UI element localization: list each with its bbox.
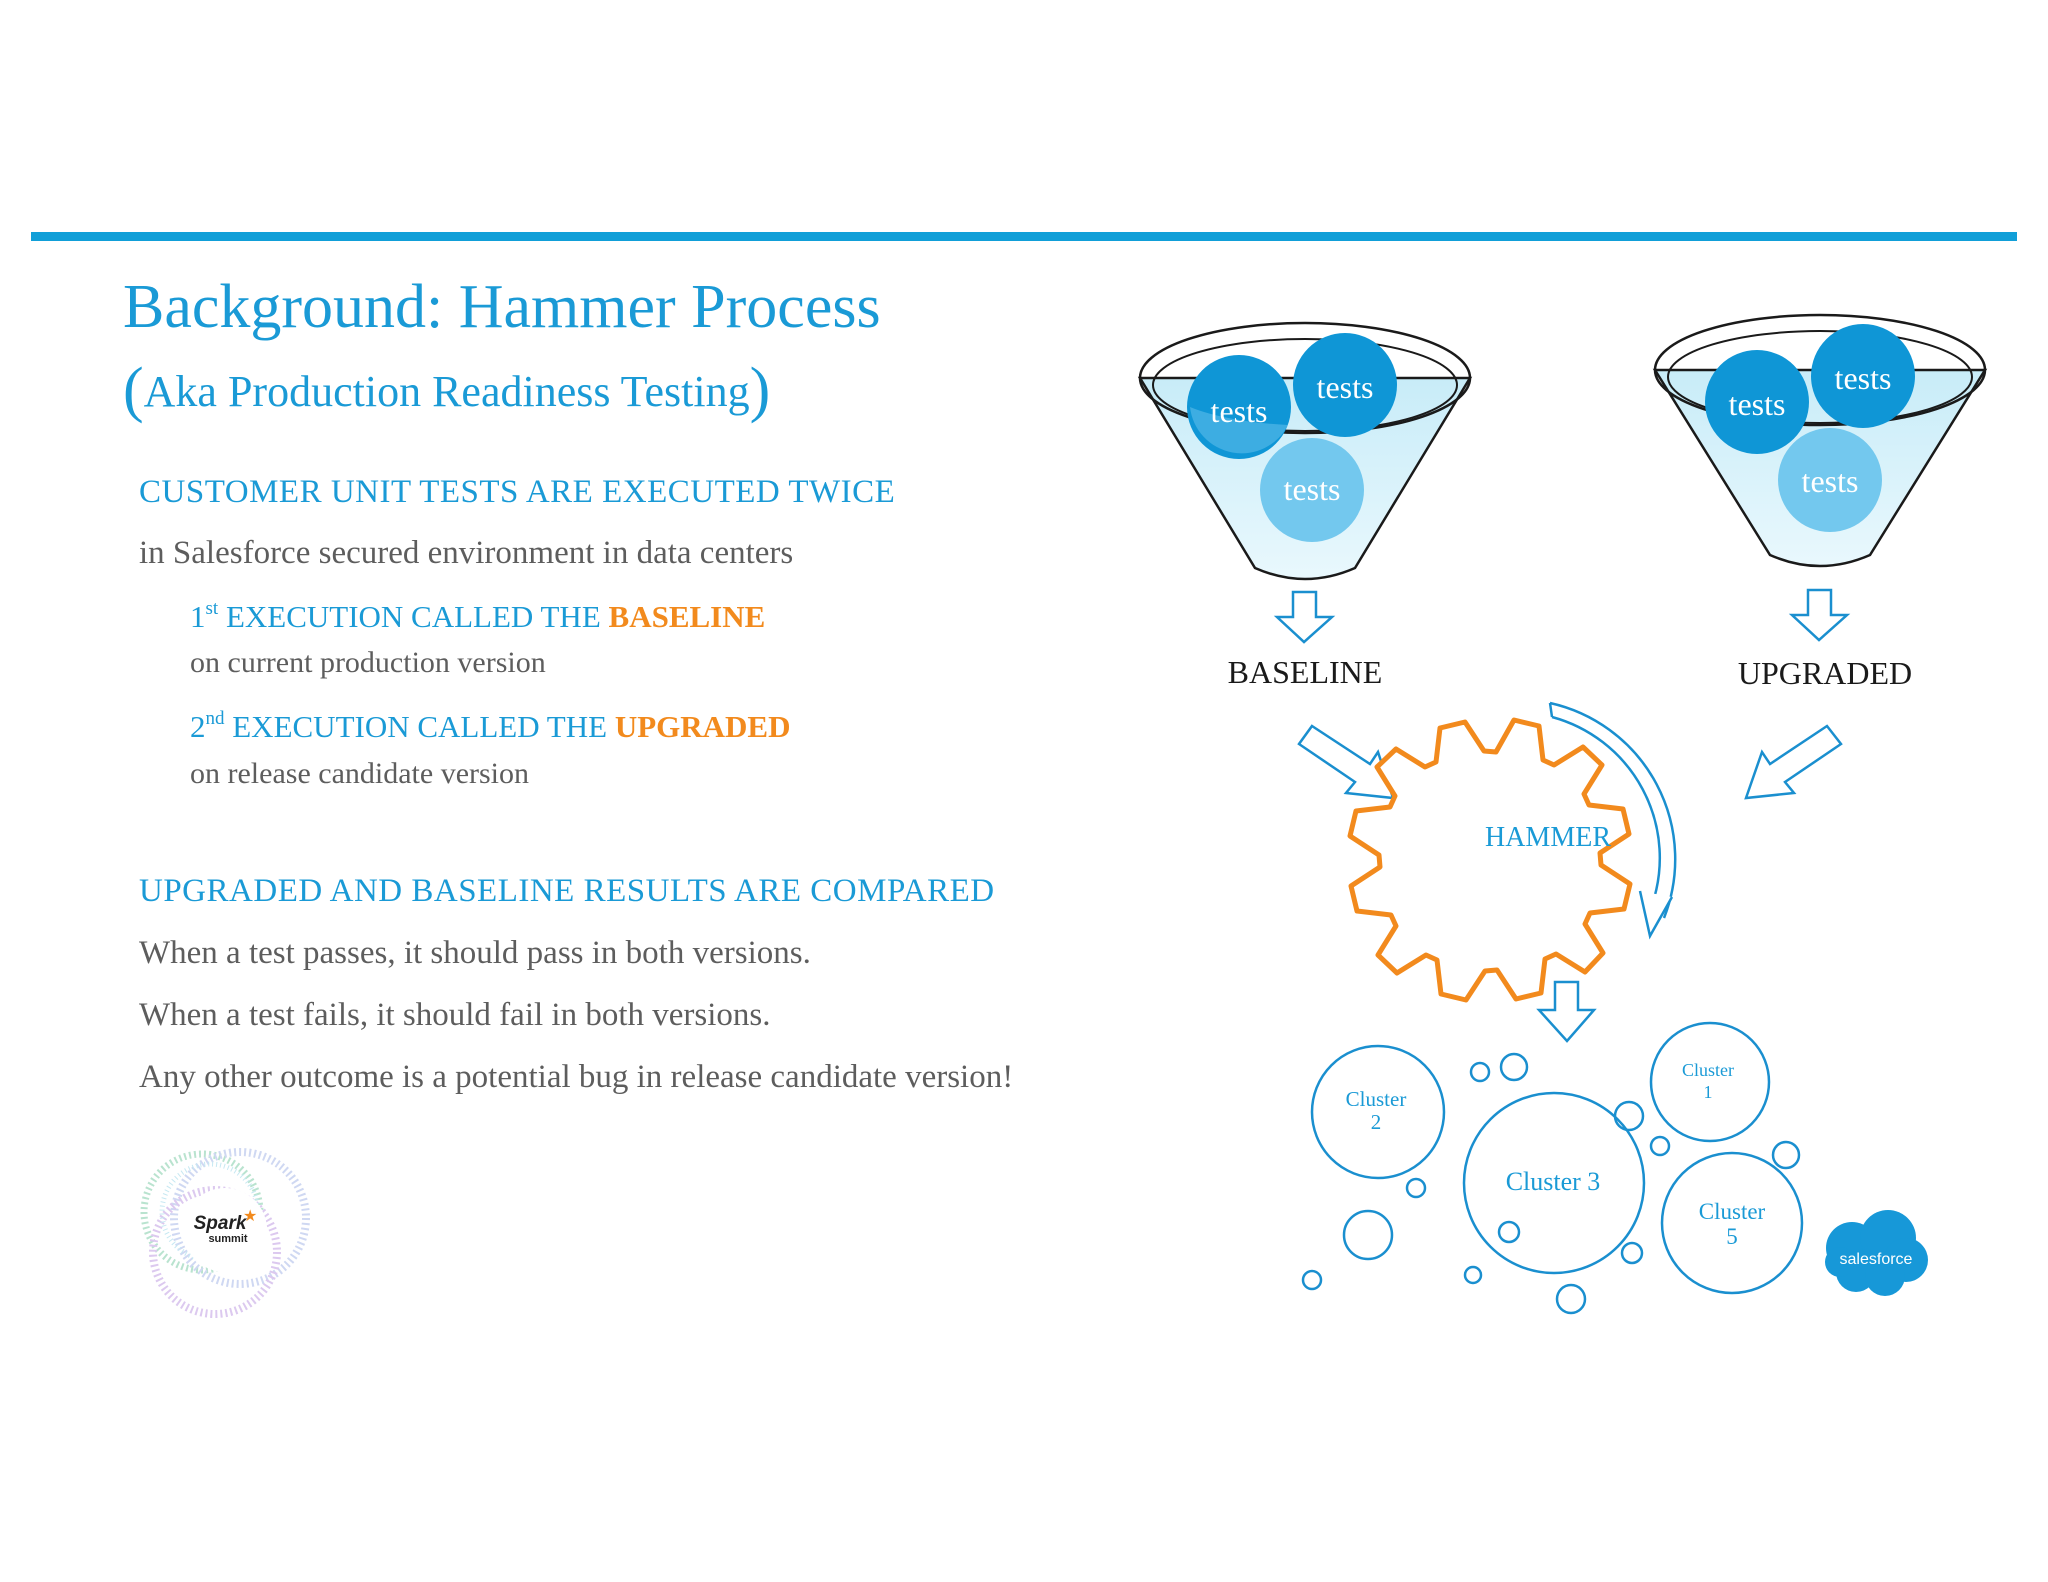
cluster-bubbles [1301, 1021, 1804, 1315]
funnel-baseline: tests tests tests [1137, 321, 1473, 581]
exec-num: 2 [190, 709, 206, 744]
section2-line: When a test passes, it should pass in bo… [139, 935, 811, 971]
exec-highlight: UPGRADED [614, 709, 791, 744]
cluster-1-label: Cluster [1682, 1060, 1734, 1080]
diagonal-arrow-icon [1744, 724, 1843, 800]
baseline-label: BASELINE [1228, 654, 1383, 690]
exec-highlight: BASELINE [608, 599, 766, 634]
subtitle-text: Aka Production Readiness Testing [143, 367, 750, 416]
funnel-upgraded: tests tests tests [1652, 313, 1988, 568]
section1-body: in Salesforce secured environment in dat… [139, 535, 794, 571]
exec-label: EXECUTION CALLED THE [224, 709, 615, 744]
hammer-label: HAMMER [1485, 822, 1611, 853]
down-arrow-icon [1536, 980, 1597, 1043]
diagonal-arrow-icon [1297, 724, 1395, 800]
spark-summit-logo: Spark summit ★ [140, 1148, 310, 1318]
cluster-5-label: 5 [1726, 1224, 1738, 1249]
subtitle-close-paren: ) [749, 356, 771, 424]
execution-baseline-sub: on current production version [190, 646, 546, 679]
test-ball-label: tests [1729, 386, 1786, 422]
test-ball [1705, 350, 1809, 454]
star-icon: ★ [243, 1208, 257, 1225]
test-ball-label: tests [1835, 360, 1892, 396]
section2-heading: UPGRADED AND BASELINE RESULTS ARE COMPAR… [139, 873, 995, 909]
test-ball-label: tests [1284, 471, 1341, 507]
cluster-3-label: Cluster 3 [1506, 1167, 1601, 1196]
upgraded-label: UPGRADED [1738, 655, 1912, 691]
cluster-3-bubble [1462, 1091, 1646, 1275]
down-arrow-icon [1788, 588, 1851, 642]
exec-label: EXECUTION CALLED THE [218, 599, 609, 634]
salesforce-logo-text: salesforce [1840, 1251, 1913, 1268]
slide-title: Background: Hammer Process [123, 273, 881, 341]
exec-num: 1 [190, 599, 206, 634]
cluster-5-label: Cluster [1699, 1199, 1766, 1224]
execution-baseline: 1st EXECUTION CALLED THE BASELINE [190, 598, 765, 635]
slide-subtitle: (Aka Production Readiness Testing) [123, 355, 770, 426]
cluster-2-label: 2 [1371, 1110, 1382, 1134]
spark-text: Spark [194, 1213, 248, 1234]
execution-upgraded: 2nd EXECUTION CALLED THE UPGRADED [190, 708, 791, 745]
test-ball [1811, 324, 1915, 428]
execution-upgraded-sub: on release candidate version [190, 757, 530, 790]
salesforce-logo: salesforce [1825, 1210, 1928, 1296]
section2-line: When a test fails, it should fail in bot… [139, 997, 771, 1033]
subtitle-open-paren: ( [123, 356, 144, 424]
cluster-5-bubble [1660, 1151, 1804, 1295]
down-arrow-icon [1273, 590, 1336, 644]
test-ball [1293, 333, 1397, 437]
exec-sup: st [205, 598, 219, 619]
section2-line: Any other outcome is a potential bug in … [139, 1059, 1014, 1095]
test-ball-label: tests [1802, 463, 1859, 499]
section1-heading: CUSTOMER UNIT TESTS ARE EXECUTED TWICE [139, 474, 896, 510]
test-ball [1260, 438, 1364, 542]
cluster-1-label: 1 [1704, 1082, 1713, 1102]
hammer-gear-icon: HAMMER [1347, 717, 1633, 1003]
cluster-1-bubble [1649, 1021, 1771, 1143]
circular-arrow-icon [1548, 701, 1677, 940]
cluster-2-label: Cluster [1346, 1087, 1407, 1111]
test-ball-label: tests [1317, 369, 1374, 405]
test-ball-label: tests [1211, 393, 1268, 429]
test-ball [1778, 428, 1882, 532]
exec-sup: nd [205, 708, 225, 729]
summit-text: summit [208, 1233, 247, 1245]
cluster-2-bubble [1310, 1044, 1446, 1180]
top-accent-bar [31, 232, 2017, 241]
